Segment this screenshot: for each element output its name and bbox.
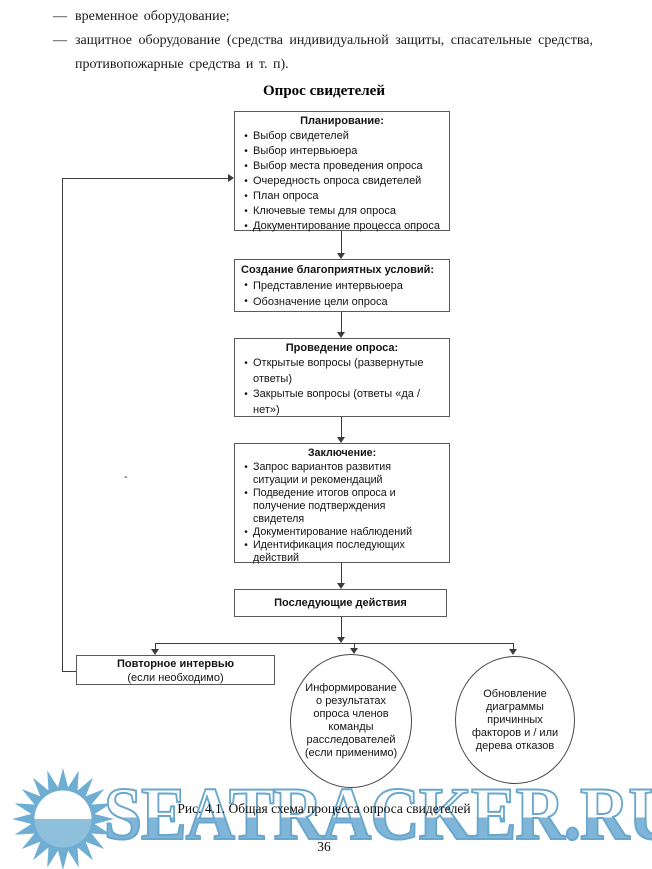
bullet-icon: •: [244, 527, 248, 538]
box-header: Проведение опроса:: [285, 342, 399, 354]
box-item: •Выбор интервьюера: [239, 144, 445, 159]
box-item: •Закрытые вопросы (ответы «да / нет»): [239, 387, 445, 418]
flow-box-conclusion: Заключение: •Запрос вариантов развития с…: [234, 443, 450, 565]
list-item: — защитное оборудование (средства индиви…: [53, 29, 593, 77]
flow-connector: [341, 417, 342, 437]
flow-circle-update-diagram: Обновление диаграммы причинных факторов …: [455, 656, 575, 784]
stray-mark: -: [124, 471, 128, 483]
bullet-icon: •: [244, 206, 248, 217]
list-item-text: защитное оборудование (средства индивиду…: [75, 33, 593, 72]
flow-box-conduct: Проведение опроса: •Открытые вопросы (ра…: [234, 338, 450, 417]
box-item: •Идентификация последующих действий: [239, 539, 445, 565]
flow-connector: [341, 312, 342, 332]
box-header: Заключение:: [307, 447, 377, 459]
flow-connector: [341, 231, 342, 253]
watermark-text: SEATRACKER.RU SEATRACKER.RU: [103, 773, 652, 856]
bullet-icon: •: [244, 221, 248, 232]
box-item: •Подведение итогов опроса и получение по…: [239, 487, 445, 526]
flow-connector: [341, 563, 342, 583]
box-item: •Открытые вопросы (развернутые ответы): [239, 356, 445, 387]
diagram-title: Опрос свидетелей: [263, 83, 385, 99]
bullet-icon: •: [244, 462, 248, 473]
flow-connector: [341, 617, 342, 637]
sun-logo-icon: [12, 768, 114, 869]
arrow-down-icon: [151, 649, 159, 655]
watermark: SEATRACKER.RU SEATRACKER.RU: [0, 760, 652, 869]
box-header: Планирование:: [300, 115, 384, 127]
bullet-icon: •: [244, 161, 248, 172]
arrow-right-icon: [228, 174, 234, 182]
arrow-down-icon: [337, 332, 345, 338]
feedback-line: [62, 178, 63, 671]
list-item: — временное оборудование;: [53, 5, 593, 29]
arrow-down-icon: [350, 648, 358, 654]
flow-connector: [354, 643, 355, 648]
body-text: — временное оборудование; — защитное обо…: [53, 5, 593, 77]
bullet-icon: •: [244, 488, 248, 499]
box-item: •Представление интервьюера: [239, 278, 445, 294]
branch-line: [155, 643, 514, 644]
feedback-line: [62, 671, 76, 672]
bullet-icon: •: [244, 176, 248, 187]
dash-bullet: —: [53, 33, 67, 48]
flow-connector: [155, 643, 156, 649]
flow-box-repeat-interview: Повторное интервью (если необходимо): [76, 655, 275, 685]
box-item: •Выбор места проведения опроса: [239, 159, 445, 174]
bullet-icon: •: [244, 389, 248, 400]
arrow-down-icon: [337, 583, 345, 589]
page-number: 36: [317, 839, 331, 854]
box-header: Создание благоприятных условий:: [241, 264, 435, 276]
box-item: •Очередность опроса свидетелей: [239, 174, 445, 189]
dash-bullet: —: [53, 9, 67, 24]
box-item: •Документирование процесса опроса: [239, 219, 445, 234]
flow-connector: [513, 643, 514, 649]
bullet-icon: •: [244, 280, 248, 291]
bullet-icon: •: [244, 146, 248, 157]
box-item: •Ключевые темы для опроса: [239, 204, 445, 219]
arrow-down-icon: [337, 637, 345, 643]
flow-box-planning: Планирование: •Выбор свидетелей •Выбор и…: [234, 111, 450, 234]
box-item: •Запрос вариантов развития ситуации и ре…: [239, 461, 445, 487]
flow-circle-inform-team: Информирование о результатах опроса член…: [290, 654, 412, 788]
arrow-down-icon: [337, 437, 345, 443]
bullet-icon: •: [244, 131, 248, 142]
box-item: •Обозначение цели опроса: [239, 294, 445, 310]
box-item: •Выбор свидетелей: [239, 129, 445, 144]
box-item: •Документирование наблюдений: [239, 526, 445, 539]
flow-box-followup: Последующие действия: [234, 589, 447, 617]
feedback-line: [62, 178, 228, 179]
arrow-down-icon: [337, 253, 345, 259]
bullet-icon: •: [244, 296, 248, 307]
bullet-icon: •: [244, 540, 248, 551]
list-item-text: временное оборудование;: [75, 9, 230, 24]
figure-caption: Рис. 4.1. Общая схема процесса опроса св…: [177, 801, 471, 816]
bullet-icon: •: [244, 358, 248, 369]
box-item: •План опроса: [239, 189, 445, 204]
flow-box-conditions: Создание благоприятных условий: •Предста…: [234, 259, 450, 312]
bullet-icon: •: [244, 191, 248, 202]
arrow-down-icon: [509, 649, 517, 655]
